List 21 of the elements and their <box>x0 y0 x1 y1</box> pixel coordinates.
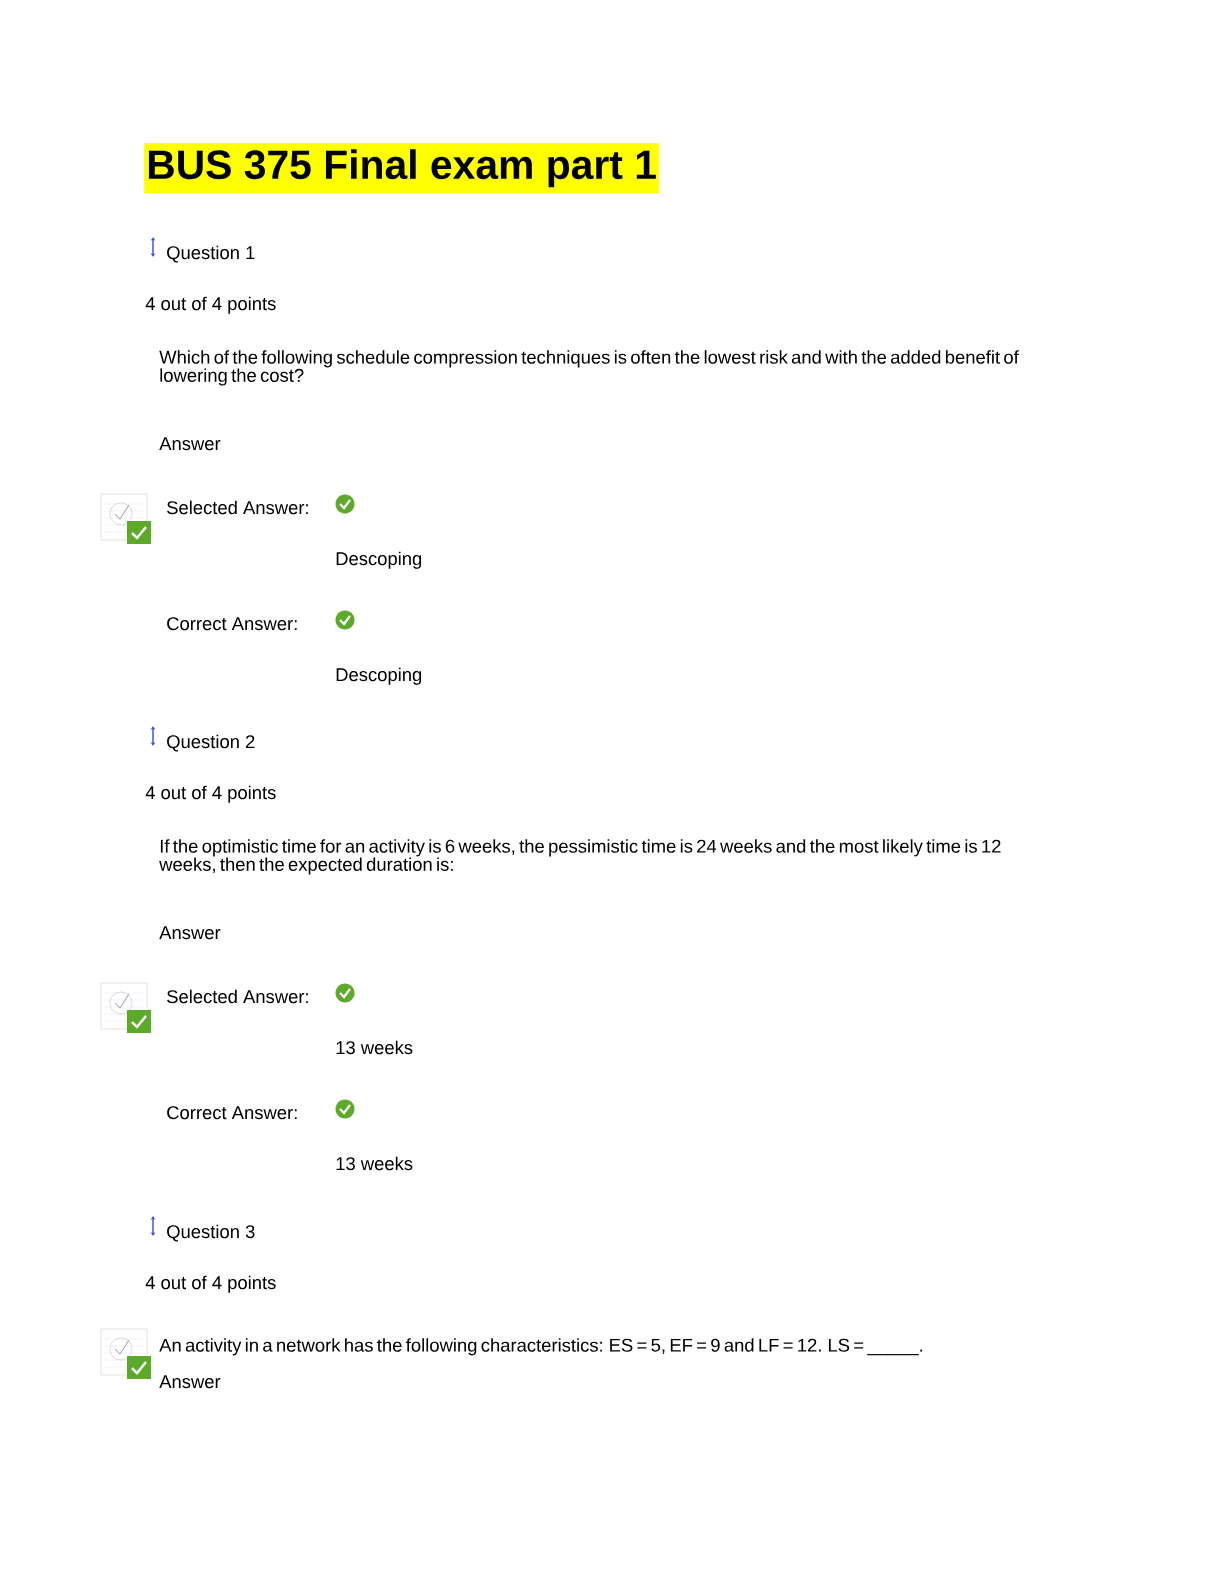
points-text: 4 out of 4 points <box>145 296 276 314</box>
answer-text: 13 weeks <box>336 1156 413 1171</box>
answer-heading: Answer <box>159 437 221 451</box>
points-text: 4 out of 4 points <box>145 785 276 803</box>
question-heading: Question 2 <box>167 734 255 752</box>
field-label: Correct Answer: <box>167 1106 297 1120</box>
answer-text: 13 weeks <box>336 1040 413 1055</box>
answer-heading: Answer <box>159 926 221 940</box>
points-text: 4 out of 4 points <box>145 1275 276 1293</box>
question-text: If the optimistic time for an activity is 6 weeks, the pessimistic time is 24 weeks and the most likely time is 12 weeks, then the expected duration is: <box>159 839 1001 875</box>
question-heading: Question 1 <box>167 245 255 263</box>
field-label: Correct Answer: <box>167 617 297 631</box>
answer-heading: Answer <box>159 1375 221 1389</box>
question-text: An activity in a network has the following characteristics: ES = 5, EF = 9 and LF = 12. LS = _____. <box>159 1338 923 1356</box>
question-text: Which of the following schedule compression techniques is often the lowest risk and with the added benefit of lowering the cost? <box>159 350 1019 386</box>
answer-text: Descoping <box>336 551 422 569</box>
answer-text: Descoping <box>336 667 422 685</box>
field-label: Selected Answer: <box>167 500 308 515</box>
field-label: Selected Answer: <box>167 989 308 1004</box>
question-heading: Question 3 <box>167 1224 255 1242</box>
title: BUS 375 Final exam part 1 <box>144 143 659 194</box>
